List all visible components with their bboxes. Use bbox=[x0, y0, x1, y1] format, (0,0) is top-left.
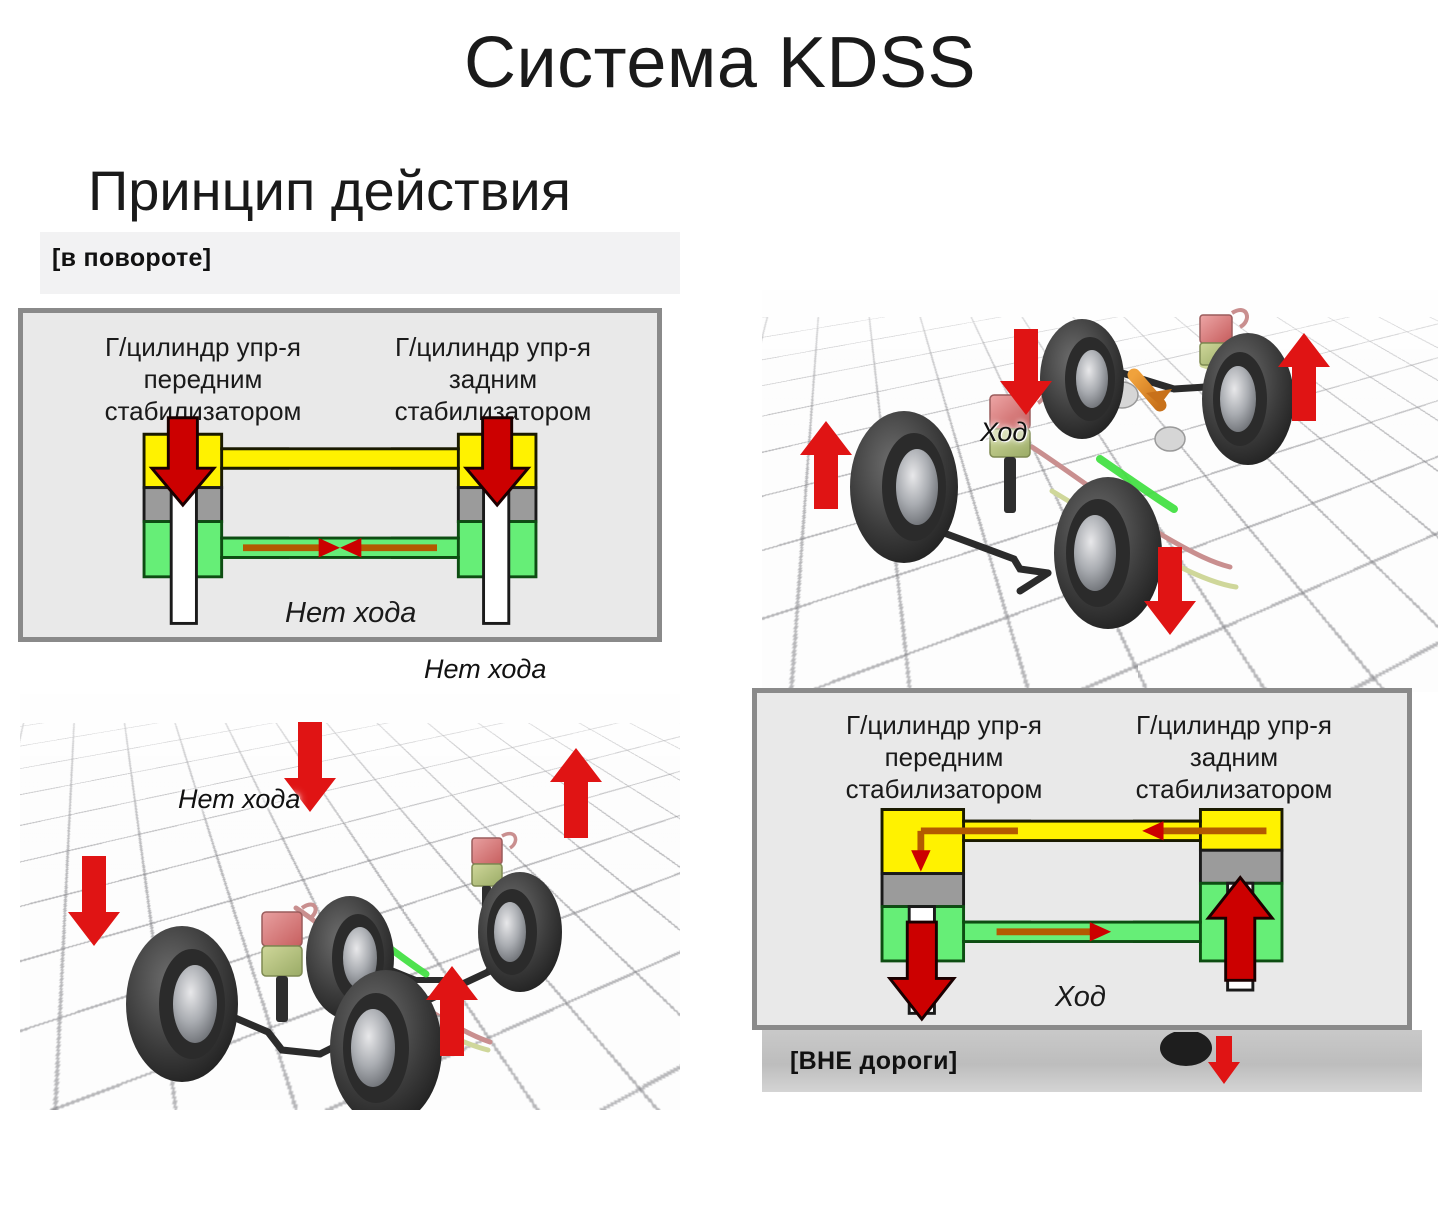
wheel-front-right-offroad bbox=[1054, 477, 1162, 629]
chassis-illustration-cornering bbox=[68, 722, 602, 1110]
rear-force-arrow-down bbox=[462, 416, 532, 508]
wheel-rear-left bbox=[126, 926, 238, 1082]
offroad-tag-strip bbox=[762, 1030, 1422, 1092]
chassis-illustration-offroad bbox=[800, 308, 1330, 635]
rear-force-arrow-up-offroad bbox=[1205, 875, 1276, 982]
label-no-stroke-left: Нет хода bbox=[178, 784, 301, 814]
label-stroke-offroad-chassis: Ход bbox=[980, 417, 1028, 447]
stroke-status-offroad: Ход bbox=[1055, 981, 1106, 1013]
arrow-down-left bbox=[68, 856, 120, 946]
wheel-rear-right-offroad bbox=[1202, 333, 1294, 465]
stroke-status-cornering: Нет хода bbox=[285, 597, 417, 629]
label-front-cylinder-cornering: Г/цилиндр упр-я передним стабилизатором bbox=[104, 332, 302, 427]
upper-flow-arrows-offroad bbox=[911, 821, 1267, 872]
wheel-front-right bbox=[330, 970, 442, 1110]
page-title: Система KDSS bbox=[463, 23, 977, 103]
wheel-rear-right bbox=[478, 872, 562, 992]
lower-flow-arrow-offroad bbox=[996, 922, 1112, 942]
schematic-offroad bbox=[880, 808, 1284, 1022]
lower-hydraulic-line bbox=[220, 536, 460, 559]
front-piston-band-offroad bbox=[880, 872, 966, 909]
page-subtitle: Принцип действия bbox=[88, 159, 571, 222]
wheel-rear-left-offroad bbox=[850, 411, 958, 563]
panel-cornering-chassis: Нет хода Нет хода bbox=[20, 650, 680, 1110]
panel-offroad-schematic: Г/цилиндр упр-я передним стабилизатором … bbox=[752, 688, 1412, 1030]
front-force-arrow-down-offroad bbox=[886, 920, 957, 1022]
torsion-link-tip bbox=[1146, 389, 1172, 405]
wheel-front-left bbox=[306, 896, 394, 1020]
upper-hydraulic-line bbox=[220, 447, 460, 470]
arrow-down-top-offroad bbox=[1000, 329, 1052, 415]
arrow-down-top bbox=[284, 722, 336, 812]
mode-tag-cornering: [в повороте] bbox=[52, 244, 212, 272]
label-rear-cylinder-offroad: Г/цилиндр упр-я задним стабилизатором bbox=[1135, 710, 1333, 805]
arrow-up-right-offroad bbox=[1278, 333, 1330, 421]
arrow-up-bottom bbox=[426, 966, 478, 1056]
arrow-down-bottom-offroad bbox=[1144, 547, 1196, 635]
front-force-arrow-down bbox=[148, 416, 218, 508]
label-rear-cylinder-cornering: Г/цилиндр упр-я задним стабилизатором bbox=[394, 332, 592, 427]
offroad-wheel-accent bbox=[1160, 1032, 1240, 1084]
mode-tag-offroad: [ВНЕ дороги] bbox=[790, 1047, 958, 1075]
panel-offroad-chassis: Ход bbox=[762, 247, 1438, 692]
cornering-tag-strip bbox=[40, 232, 680, 294]
label-front-cylinder-offroad: Г/цилиндр упр-я передним стабилизатором bbox=[845, 710, 1043, 805]
arrow-up-left-offroad bbox=[800, 421, 852, 509]
wheel-front-left-offroad bbox=[1040, 319, 1124, 439]
blocked-flow-arrows bbox=[242, 538, 438, 558]
bushing-d bbox=[1154, 426, 1186, 452]
arrow-up-right-top bbox=[550, 748, 602, 838]
schematic-cornering bbox=[142, 416, 538, 625]
panel-cornering-schematic: Г/цилиндр упр-я передним стабилизатором … bbox=[18, 308, 662, 642]
accumulator-front bbox=[261, 902, 318, 1022]
rear-piston-rod bbox=[482, 486, 511, 625]
front-piston-rod bbox=[169, 486, 198, 625]
label-no-stroke-right: Нет хода bbox=[424, 654, 547, 684]
